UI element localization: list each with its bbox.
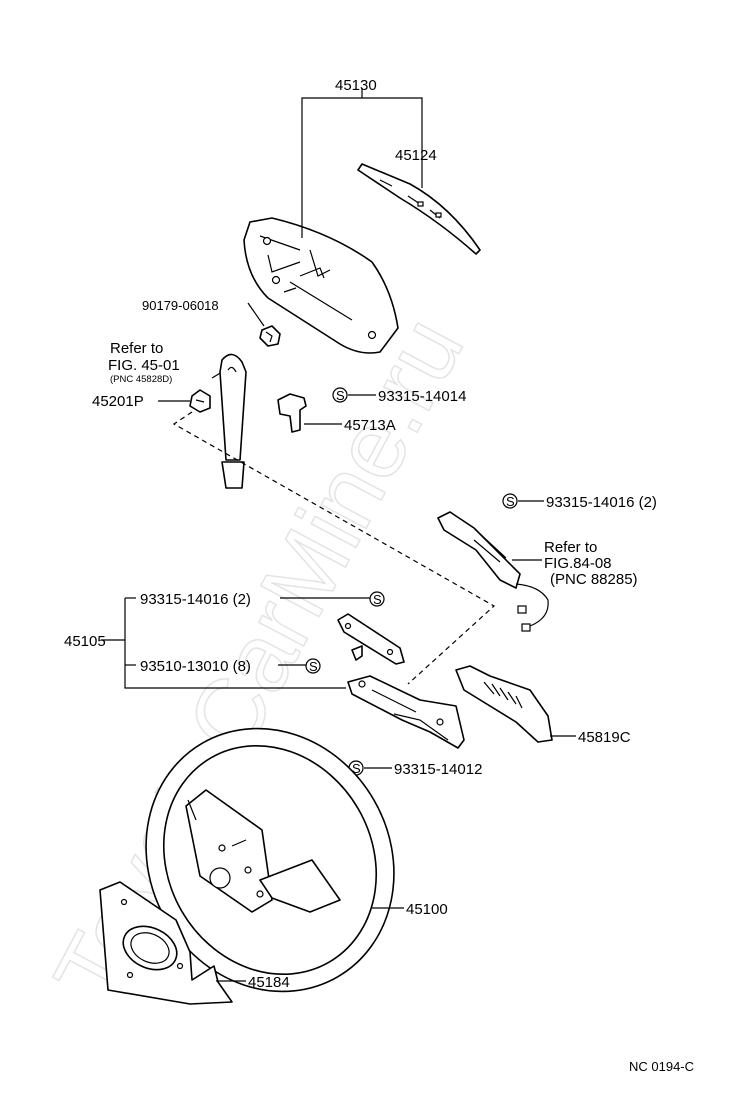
s-mark-93315-14012: S <box>352 761 361 776</box>
s-mark-93315-14016-left: S <box>373 592 382 607</box>
label-93510-13010: 93510-13010 (8) <box>140 658 251 675</box>
turn-signal-lever <box>219 353 247 489</box>
s-mark-93315-14016-right: S <box>506 494 515 509</box>
figure-code: NC 0194-C <box>629 1059 694 1074</box>
steering-wheel-45100 <box>145 727 395 993</box>
refer-note-2-line3: (PNC 88285) <box>550 571 638 588</box>
label-93315-14016-left: 93315-14016 (2) <box>140 591 251 608</box>
refer-note-1-line1: Refer to <box>110 340 163 357</box>
label-93315-14014: 93315-14014 <box>378 388 466 405</box>
label-93315-14012: 93315-14012 <box>394 761 482 778</box>
emblem-strip-45124 <box>357 163 481 255</box>
label-90179-06018: 90179-06018 <box>142 298 219 313</box>
label-45201P: 45201P <box>92 393 144 410</box>
s-mark-93315-14014: S <box>336 388 345 403</box>
nut-45201P <box>189 389 211 413</box>
horn-switch-assembly <box>437 511 549 632</box>
horn-pad-cover-45130 <box>243 217 399 354</box>
label-93315-14016-right: 93315-14016 (2) <box>546 494 657 511</box>
clip-45713A <box>277 393 307 433</box>
label-45124: 45124 <box>395 147 437 164</box>
refer-note-2-line1: Refer to <box>544 539 597 556</box>
label-45105: 45105 <box>64 633 106 650</box>
steering-bracket-45105 <box>347 675 465 749</box>
refer-note-2-line2: FIG.84-08 <box>544 555 612 572</box>
pad-45819C <box>455 665 553 743</box>
refer-note-1-line3: (PNC 45828D) <box>110 374 172 385</box>
upper-contact-plate <box>337 613 405 665</box>
s-mark-93510-13010: S <box>309 659 318 674</box>
label-45100: 45100 <box>406 901 448 918</box>
label-45184: 45184 <box>248 974 290 991</box>
column-cover-45184 <box>99 881 233 1005</box>
nut-90179-06018 <box>259 325 281 347</box>
label-45713A: 45713A <box>344 417 396 434</box>
refer-note-1-line2: FIG. 45-01 <box>108 357 180 374</box>
label-45819C: 45819C <box>578 729 631 746</box>
label-45130: 45130 <box>335 77 377 94</box>
